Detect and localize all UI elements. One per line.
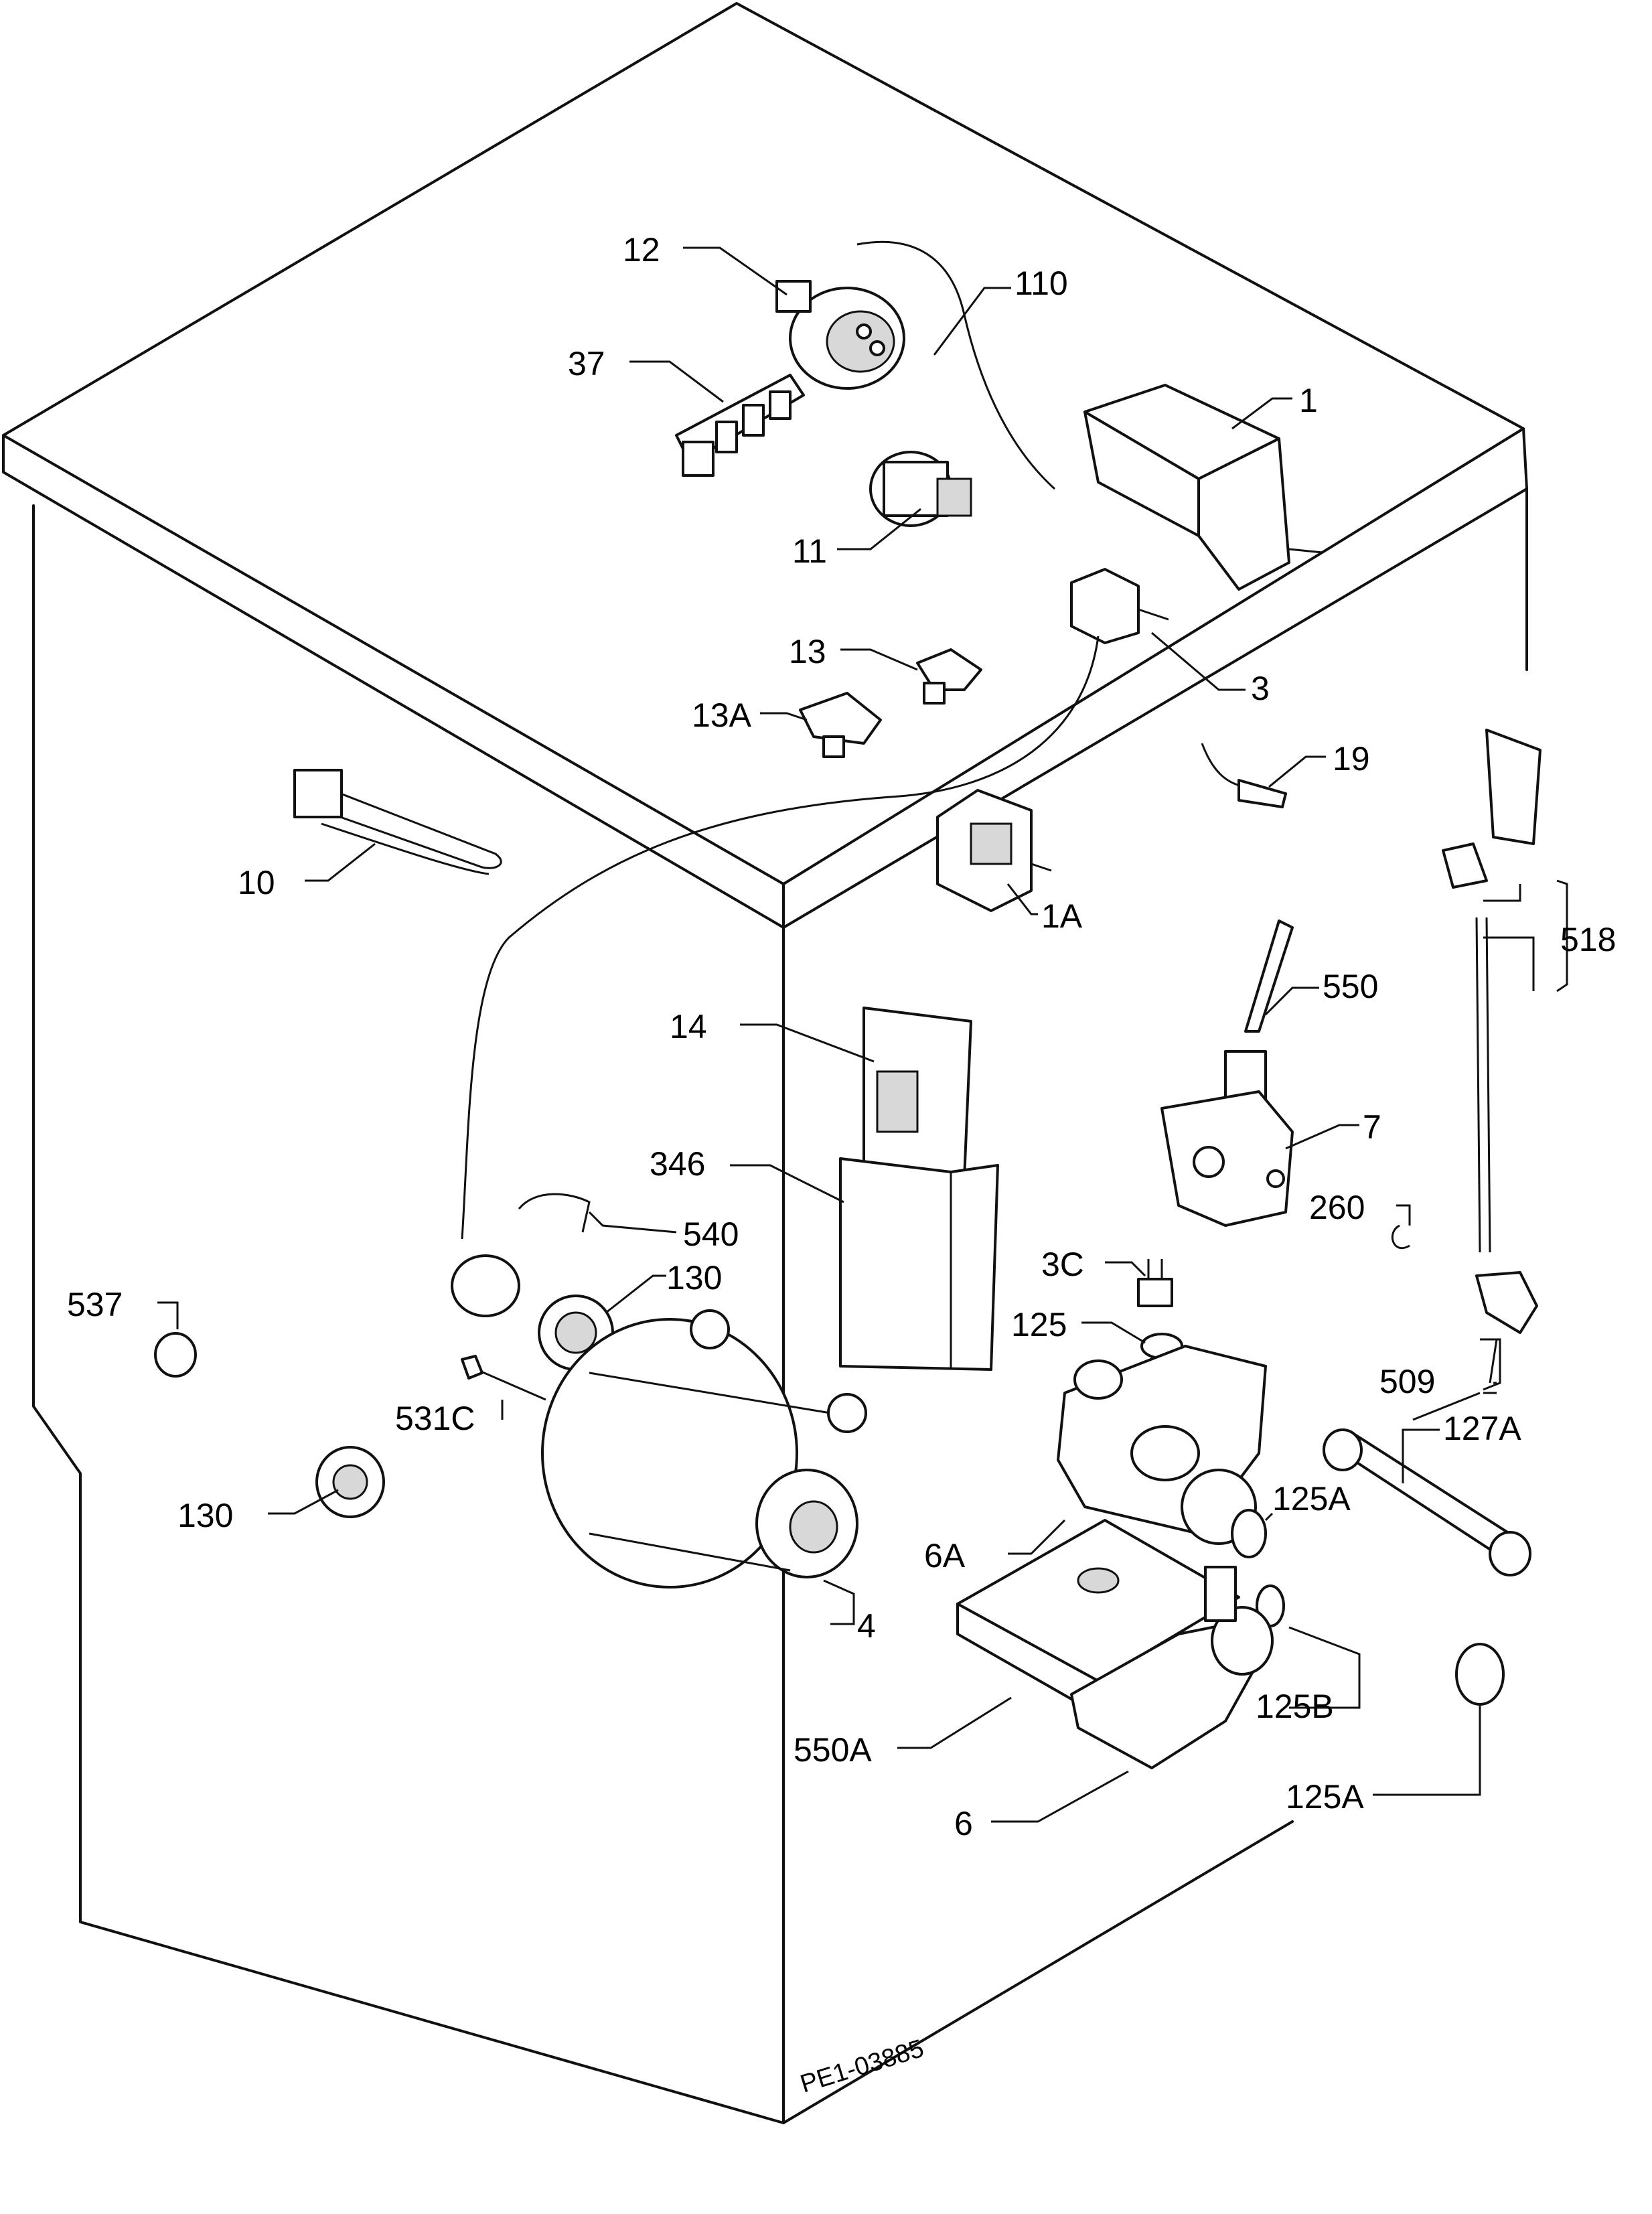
part-1-programmer xyxy=(1083,384,1323,591)
label-509: 509 xyxy=(1379,1363,1435,1400)
part-125a-seal-upper xyxy=(1231,1509,1267,1558)
label-346: 346 xyxy=(650,1145,705,1183)
cabinet-front-left-edge xyxy=(32,504,785,2124)
part-12-pressure-switch xyxy=(775,280,905,390)
part-14-dispenser-lid xyxy=(862,1007,972,1180)
part-125a-seal-lower xyxy=(1455,1643,1505,1706)
label-6: 6 xyxy=(954,1805,973,1842)
part-10-heater xyxy=(293,769,502,875)
label-37: 37 xyxy=(568,345,605,382)
label-127a: 127A xyxy=(1443,1410,1521,1447)
label-531c: 531C xyxy=(395,1400,475,1437)
label-540: 540 xyxy=(683,1215,739,1253)
label-130-upper: 130 xyxy=(666,1259,722,1297)
part-13-connector xyxy=(916,648,982,705)
label-4: 4 xyxy=(857,1607,876,1645)
label-518: 518 xyxy=(1560,921,1616,958)
part-531c-bolt xyxy=(461,1355,546,1401)
label-13a: 13A xyxy=(692,696,752,734)
label-13: 13 xyxy=(789,633,826,670)
part-37-terminal-block xyxy=(675,374,805,477)
part-540-clip xyxy=(518,1193,591,1233)
part-6-drain-pump xyxy=(1070,1566,1274,1769)
cabinet-side-bottom-edge xyxy=(782,1820,1294,2124)
label-260: 260 xyxy=(1309,1189,1365,1226)
label-130-lower: 130 xyxy=(177,1497,233,1534)
cabinet-top-front-edge xyxy=(2,434,785,929)
label-125b: 125B xyxy=(1256,1688,1334,1725)
part-4-motor xyxy=(541,1309,867,1589)
label-537: 537 xyxy=(67,1286,123,1323)
part-1a-selector xyxy=(936,789,1052,912)
label-10: 10 xyxy=(238,864,275,901)
label-14: 14 xyxy=(670,1008,707,1045)
part-3c-sensor xyxy=(1137,1259,1173,1307)
part-cable-grommet xyxy=(451,1254,520,1317)
part-11-capacitor xyxy=(869,451,972,527)
label-550a: 550A xyxy=(794,1731,872,1769)
label-12: 12 xyxy=(623,231,660,269)
label-19: 19 xyxy=(1333,740,1370,778)
part-260-spring xyxy=(1391,1224,1410,1250)
part-19-sensor xyxy=(1201,743,1287,808)
part-346-dispenser-box xyxy=(839,1157,999,1371)
callout-labels: 12 110 37 1 11 13 3 13A 19 1A 10 518 550… xyxy=(67,231,1616,1842)
label-125: 125 xyxy=(1011,1306,1067,1343)
part-550-lever xyxy=(1224,919,1294,1100)
label-1: 1 xyxy=(1299,382,1318,419)
part-537-plug xyxy=(154,1332,197,1378)
leader-lines xyxy=(157,246,1568,1823)
cabinet-top-panel xyxy=(2,2,1525,885)
cabinet-top-corner xyxy=(1522,427,1528,490)
label-110: 110 xyxy=(1015,265,1068,302)
label-11: 11 xyxy=(792,532,827,570)
part-518-door-rod xyxy=(1442,729,1542,1253)
part-127a-hose xyxy=(1323,1428,1531,1576)
label-1a: 1A xyxy=(1041,897,1083,935)
label-550: 550 xyxy=(1323,968,1378,1005)
drawing-number-stamp: PE1-03885 xyxy=(797,2035,927,2099)
label-125a-lower: 125A xyxy=(1286,1778,1364,1816)
part-13a-connector xyxy=(799,692,882,758)
part-3-switch xyxy=(461,568,1169,1240)
label-7: 7 xyxy=(1363,1108,1381,1146)
part-6a-pump-housing xyxy=(1057,1345,1267,1545)
part-7-door-lock xyxy=(1160,1090,1294,1227)
label-3c: 3C xyxy=(1041,1246,1084,1283)
cabinet-top-side-edge xyxy=(782,488,1528,929)
label-6a: 6A xyxy=(924,1537,966,1574)
part-509-latch xyxy=(1475,1271,1538,1334)
label-125a-upper: 125A xyxy=(1272,1480,1351,1518)
label-3: 3 xyxy=(1251,670,1270,707)
part-130-grommet-lower xyxy=(315,1446,385,1518)
